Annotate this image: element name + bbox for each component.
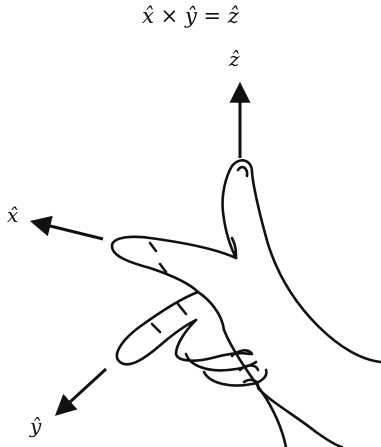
y-arrow (58, 369, 106, 413)
hand-outline (112, 160, 381, 447)
x-arrow (34, 222, 103, 239)
